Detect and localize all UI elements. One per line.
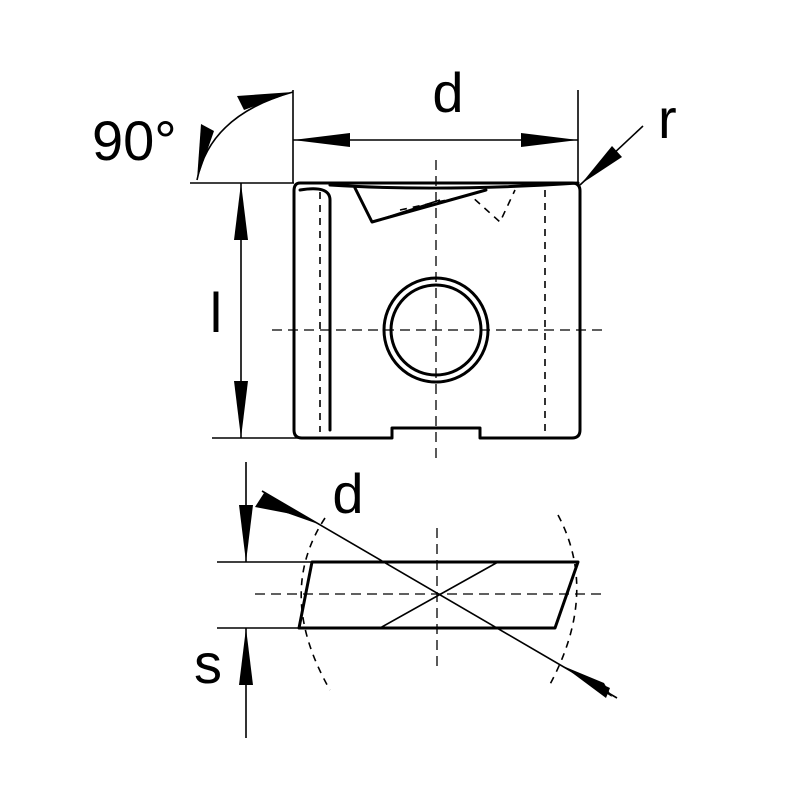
arrow-side-d-top-tip — [267, 497, 318, 524]
arrow-l-top — [234, 183, 248, 240]
width-label-d: d — [432, 61, 463, 124]
radius-label-r: r — [658, 87, 677, 150]
inscribed-circle-arc-right — [547, 514, 578, 689]
arrow-d-right — [521, 133, 578, 147]
length-label-l: l — [210, 281, 222, 344]
arrow-r — [581, 146, 622, 184]
mounting-hole-outer — [382, 276, 490, 384]
mounting-hole-inner — [389, 283, 483, 377]
arrow-angle-bottom — [197, 124, 214, 180]
inscribed-circle-arc-left — [300, 517, 331, 691]
side-view: d s — [194, 462, 618, 738]
insert-outline — [292, 181, 582, 440]
angle-label: 90° — [92, 109, 177, 172]
insert-profile — [297, 560, 580, 630]
arrow-d-left — [293, 133, 350, 147]
thickness-label-s: s — [194, 632, 222, 695]
arrow-l-bottom — [234, 381, 248, 438]
chip-breaker — [353, 186, 488, 224]
cutting-edge — [328, 181, 580, 190]
arrow-angle-top — [237, 92, 293, 110]
chip-breaker-hidden — [399, 189, 516, 224]
arrow-s-bottom — [239, 628, 253, 685]
side-diameter-label-d: d — [332, 462, 363, 525]
top-view: d l 90° r — [92, 61, 677, 462]
arrow-s-top — [239, 505, 253, 562]
wiper-land-edge — [298, 187, 332, 432]
arrow-side-d-bottom-tip — [563, 666, 610, 698]
